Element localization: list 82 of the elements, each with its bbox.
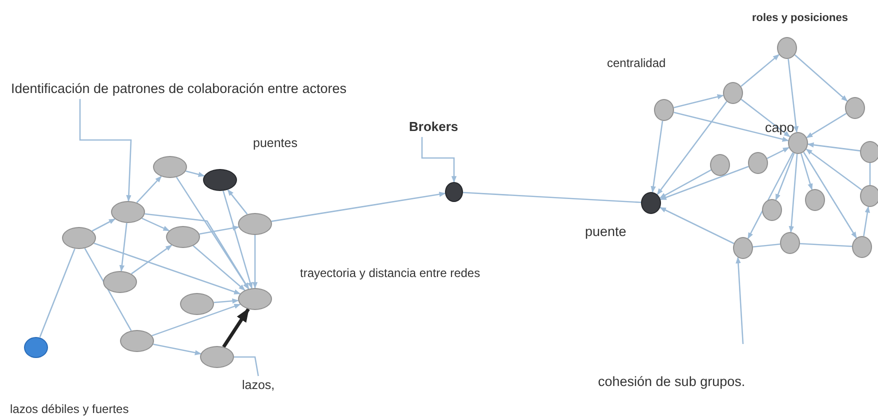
- arrow: [800, 153, 813, 190]
- arrow: [740, 54, 780, 87]
- annotation-label: centralidad: [607, 56, 666, 71]
- arrow: [271, 192, 446, 222]
- network-node: [852, 236, 872, 258]
- arrow: [807, 142, 860, 152]
- arrow: [656, 101, 728, 196]
- network-node: [805, 189, 825, 211]
- annotation-label: capo: [765, 120, 794, 135]
- annotation-label: lazos débiles y fuertes: [10, 402, 129, 417]
- arrow: [186, 170, 205, 177]
- arrow: [747, 152, 794, 240]
- arrow: [766, 147, 790, 159]
- network-node: [845, 97, 865, 119]
- network-node-dark: [203, 169, 237, 191]
- arrow: [803, 152, 857, 238]
- annotation-label: puente: [585, 224, 626, 239]
- network-node: [120, 330, 154, 352]
- arrow: [660, 206, 734, 244]
- network-node: [777, 37, 797, 59]
- arrow: [775, 152, 795, 200]
- network-node: [62, 227, 96, 249]
- network-node: [733, 237, 753, 259]
- arrow: [252, 235, 258, 289]
- arrow: [740, 98, 790, 138]
- arrow: [176, 176, 250, 290]
- network-node: [103, 271, 137, 293]
- arrow: [674, 112, 789, 142]
- arrow: [136, 176, 162, 204]
- arrow: [94, 242, 241, 294]
- arrow: [806, 148, 862, 190]
- arrow: [794, 54, 848, 102]
- network-node: [723, 82, 743, 104]
- arrow: [119, 222, 128, 272]
- network-node: [748, 152, 768, 174]
- arrow: [788, 154, 798, 233]
- network-node-dark: [641, 192, 661, 214]
- arrow: [222, 308, 250, 348]
- network-node: [762, 199, 782, 221]
- arrow: [650, 120, 664, 193]
- arrow: [142, 218, 170, 232]
- annotation-label: roles y posiciones: [752, 11, 848, 26]
- network-node: [710, 154, 730, 176]
- annotation-text: cohesión de sub grupos.: [598, 374, 746, 390]
- network-node-dark: [445, 182, 463, 202]
- network-node: [180, 293, 214, 315]
- arrow: [192, 245, 246, 291]
- arrow: [674, 94, 724, 108]
- network-node: [860, 141, 878, 163]
- arrow: [131, 244, 172, 274]
- arrow: [199, 225, 240, 235]
- leader-line: [421, 137, 457, 183]
- leader-line: [736, 256, 744, 344]
- network-node: [780, 232, 800, 254]
- annotation-text: lazos,: [242, 377, 275, 393]
- annotation-label: trayectoria y distancia entre redes: [300, 266, 480, 281]
- network-node: [166, 226, 200, 248]
- arrow: [222, 190, 253, 289]
- network-node: [654, 99, 674, 121]
- arrow: [144, 213, 250, 290]
- arrow: [152, 304, 241, 336]
- leader-line: [234, 356, 259, 376]
- arrow: [214, 298, 239, 304]
- annotation-label: puentes: [253, 136, 298, 151]
- arrow: [227, 189, 248, 215]
- arrow: [153, 344, 202, 356]
- network-node: [238, 288, 272, 310]
- annotation-text: Brokers: [409, 119, 458, 135]
- arrow: [806, 112, 847, 138]
- arrow: [788, 58, 799, 133]
- arrow: [660, 166, 749, 200]
- network-node: [111, 201, 145, 223]
- network-node-highlighted: [24, 336, 48, 358]
- leader-line: [79, 99, 132, 202]
- network-node: [200, 346, 234, 368]
- annotation-text: Identificación de patrones de colaboración entre actores: [11, 81, 346, 97]
- arrow: [659, 169, 712, 199]
- network-node: [238, 213, 272, 235]
- arrow: [863, 206, 870, 236]
- arrow: [92, 218, 116, 232]
- network-node: [860, 185, 878, 207]
- network-node: [153, 156, 187, 178]
